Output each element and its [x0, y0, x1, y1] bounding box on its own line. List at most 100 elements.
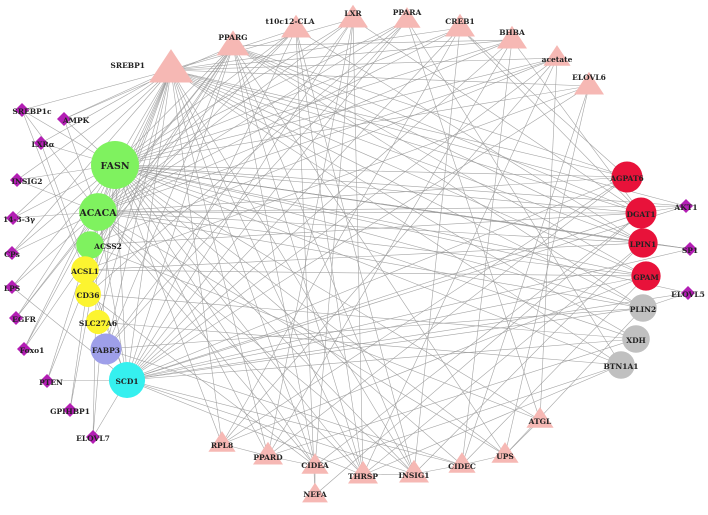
node-ELOVL6[interactable]: ELOVL6: [572, 71, 606, 95]
node-AKT1[interactable]: AKT1: [673, 199, 698, 213]
edge-SREBP1-SLC27A6: [97, 69, 172, 323]
node-t10c12-CLA[interactable]: t10c12-CLA: [265, 14, 315, 38]
node-label-NEFA: NEFA: [303, 490, 326, 499]
node-NEFA[interactable]: NEFA: [302, 482, 328, 503]
node-INSIG2[interactable]: INSIG2: [10, 173, 42, 187]
node-CD36[interactable]: CD36: [75, 281, 101, 307]
node-label-ELOVL6: ELOVL6: [572, 73, 606, 82]
node-CIDEA[interactable]: CIDEA: [301, 453, 329, 474]
node-DGAT1[interactable]: DGAT1: [625, 197, 657, 229]
edge-ACACA-UPS: [97, 211, 506, 456]
diamond-node-Foxo1: [17, 342, 31, 356]
node-FASN[interactable]: FASN: [91, 141, 139, 189]
node-label-SLC27A6: SLC27A6: [79, 319, 117, 328]
node-CIDEC[interactable]: CIDEC: [448, 452, 476, 473]
node-SP1[interactable]: SP1: [682, 242, 698, 256]
diamond-node-GPIHBP1: [63, 403, 77, 417]
node-BHBA[interactable]: BHBA: [497, 25, 527, 49]
node-label-INSIG1: INSIG1: [399, 471, 430, 480]
circle-node-GPAM: [631, 261, 661, 291]
node-SREBP1c[interactable]: SREBP1c: [12, 103, 52, 117]
node-INSIG1[interactable]: INSIG1: [399, 459, 430, 483]
edge-GPAM-RPL8: [221, 275, 647, 445]
node-GPIHBP1[interactable]: GPIHBP1: [50, 403, 90, 417]
node-label-PPARA: PPARA: [393, 8, 422, 17]
node-label-LPS: LPS: [4, 284, 20, 293]
edge-PPARG-THRSP: [232, 45, 364, 476]
node-14-3-3[interactable]: 14-3-3γ: [3, 211, 35, 225]
node-ACACA[interactable]: ACACA: [78, 193, 117, 231]
node-SLC27A6[interactable]: SLC27A6: [79, 309, 117, 335]
edge-DGAT1-NEFA: [314, 212, 642, 496]
node-label-CPS: CPs: [4, 250, 20, 259]
node-SREBP1[interactable]: SREBP1: [110, 49, 193, 83]
node-AGPAT6[interactable]: AGPAT6: [609, 161, 644, 193]
edge-ACACA-LPIN1: [97, 211, 644, 244]
node-CPS[interactable]: CPs: [4, 246, 20, 260]
node-UPS[interactable]: UPS: [491, 442, 519, 463]
node-LPS[interactable]: LPS: [4, 280, 20, 294]
node-ELOVL5[interactable]: ELOVL5: [671, 286, 705, 300]
edge-PPARG-INSIG1: [232, 45, 415, 475]
circle-node-SCD1: [108, 361, 146, 399]
node-Foxo1[interactable]: Foxo1: [17, 342, 44, 356]
node-ACSL1[interactable]: ACSL1: [70, 256, 99, 284]
edge-LPS-FASN: [11, 164, 116, 288]
node-RPL8[interactable]: RPL8: [208, 431, 236, 452]
edge-LPIN1-THRSP: [362, 242, 644, 476]
edge-t10c12-CLA-LPIN1: [295, 28, 644, 244]
node-CREB1[interactable]: CREB1: [445, 13, 475, 37]
node-THRSP[interactable]: THRSP: [348, 460, 378, 484]
node-GPAM[interactable]: GPAM: [631, 261, 661, 291]
node-label-AMPK: AMPK: [62, 116, 90, 125]
node-PLIN2[interactable]: PLIN2: [629, 294, 657, 322]
triangle-node-PPARG: [216, 30, 250, 56]
node-ACSS2[interactable]: ACSS2: [76, 231, 122, 259]
edge-ACSL1-LPIN1: [84, 242, 644, 271]
edge-ACACA-PLIN2: [97, 211, 644, 309]
node-AMPK[interactable]: AMPK: [57, 112, 90, 126]
circle-node-XDH: [622, 325, 650, 353]
node-PPARD[interactable]: PPARD: [253, 441, 283, 465]
edge-ELOVL6-ACSL1: [84, 85, 590, 271]
edge-PPARG-CIDEA: [232, 45, 316, 467]
node-SCD1[interactable]: SCD1: [108, 361, 146, 399]
node-label-AKT1: AKT1: [673, 203, 697, 212]
node-BTN1A1[interactable]: BTN1A1: [603, 351, 639, 379]
edge-FASN-PPARD: [114, 164, 269, 457]
node-label-BTN1A1: BTN1A1: [603, 362, 638, 371]
edge-FABP3-PLIN2: [105, 307, 644, 350]
edge-BTN1A1-CIDEA: [314, 364, 622, 467]
node-PPARA[interactable]: PPARA: [393, 7, 422, 28]
node-acetate[interactable]: acetate: [542, 45, 573, 66]
edge-AGPAT6-PPARD: [267, 176, 628, 457]
node-EGFR[interactable]: EGFR: [9, 311, 37, 325]
node-PTEN[interactable]: PTEN: [39, 374, 63, 388]
edge-FASN-DGAT1: [114, 164, 642, 214]
edge-FASN-RPL8: [114, 164, 223, 445]
edge-FASN-THRSP: [114, 164, 364, 476]
triangle-node-t10c12-CLA: [281, 14, 311, 38]
node-PPARG[interactable]: PPARG: [216, 30, 250, 56]
node-ATGL[interactable]: ATGL: [526, 407, 554, 428]
edge-14-3-3-SREBP1: [12, 69, 172, 219]
edge-CREB1-DGAT1: [459, 27, 642, 214]
circle-node-ACSS2: [76, 231, 104, 259]
node-label-UPS: UPS: [496, 452, 514, 461]
edge-LXR-SREBP1: [170, 18, 354, 71]
node-label-GPIHBP1: GPIHBP1: [50, 407, 90, 416]
node-FABP3[interactable]: FABP3: [90, 333, 122, 365]
node-label-ATGL: ATGL: [528, 417, 552, 426]
node-LXR[interactable]: LXR: [338, 4, 368, 28]
node-LPIN1[interactable]: LPIN1: [628, 228, 658, 258]
node-LXRa[interactable]: LXRα: [31, 136, 55, 150]
edge-SCD1-XDH: [126, 338, 637, 381]
edge-PPARG-UPS: [232, 45, 506, 456]
node-XDH[interactable]: XDH: [622, 325, 650, 353]
node-ELOVL7[interactable]: ELOVL7: [76, 430, 110, 444]
edge-SREBP1-RPL8: [170, 69, 223, 445]
node-label-CREB1: CREB1: [445, 17, 474, 26]
